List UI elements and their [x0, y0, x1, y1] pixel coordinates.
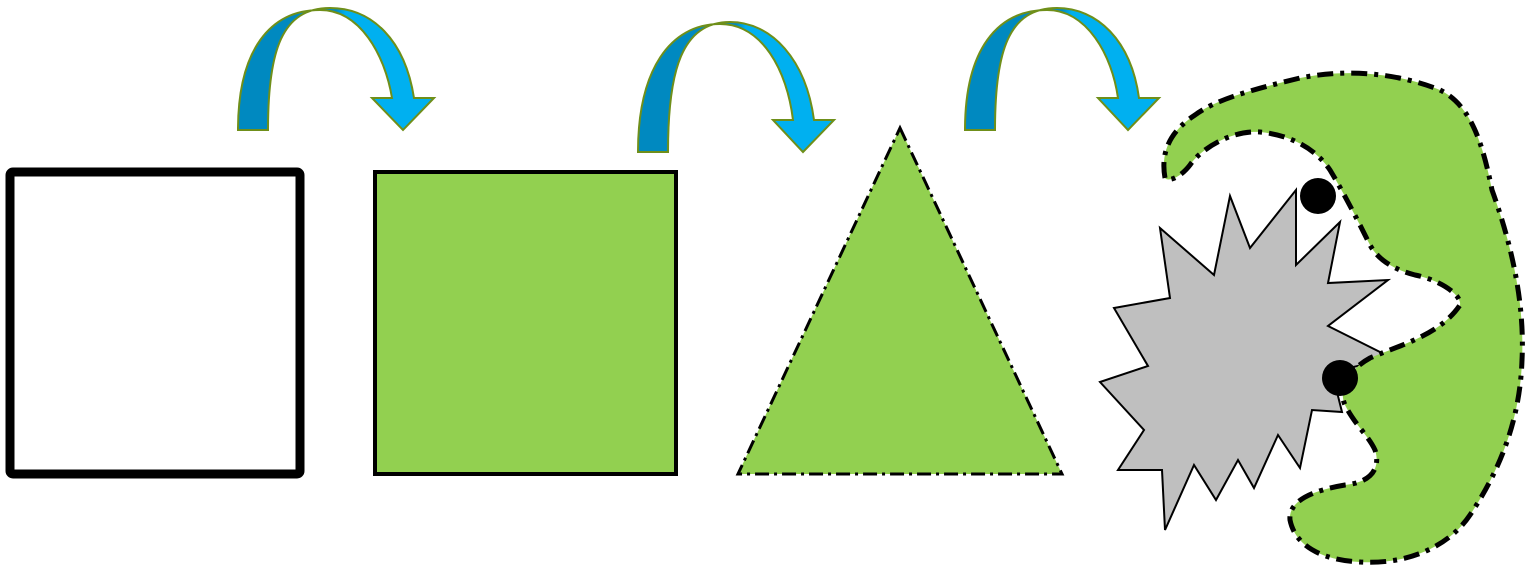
- green-square: [375, 172, 676, 474]
- empty-square: [10, 172, 300, 474]
- curved-arrow-icon: [965, 8, 1159, 130]
- curved-arrow-icon: [638, 22, 834, 152]
- green-triangle: [738, 128, 1062, 474]
- curved-arrow-icon: [238, 8, 434, 130]
- connection-dot: [1322, 360, 1358, 396]
- connection-dot: [1300, 178, 1336, 214]
- gray-starburst: [1100, 190, 1392, 530]
